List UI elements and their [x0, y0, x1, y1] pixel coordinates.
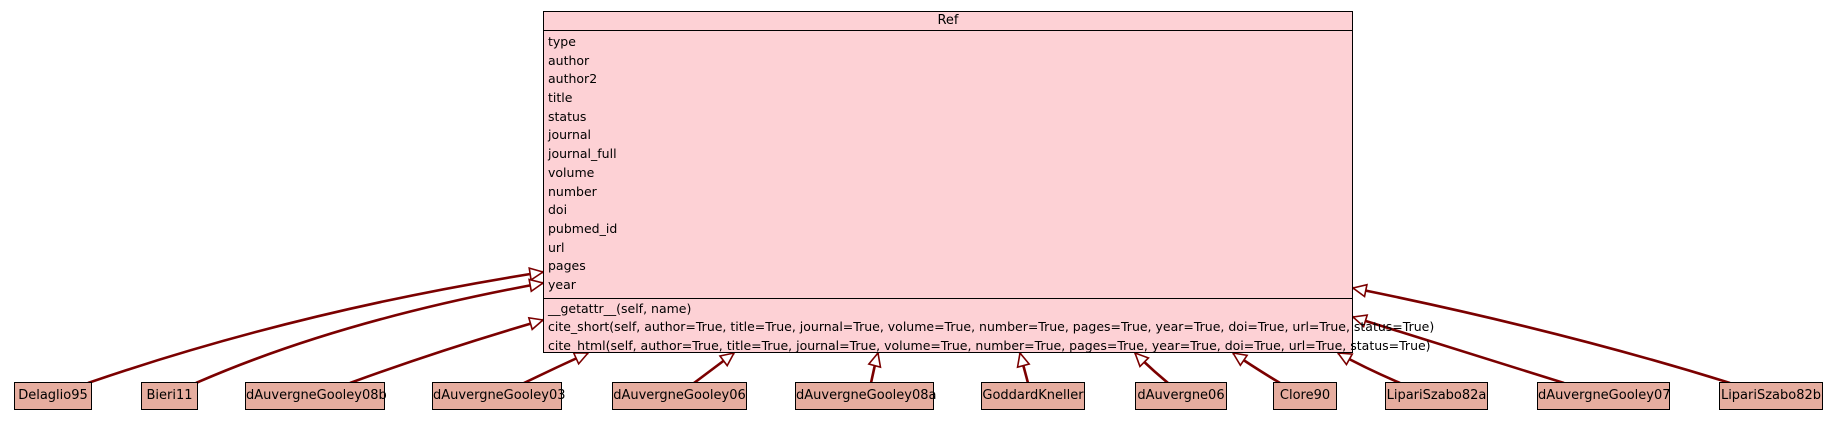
inheritance-arrowhead	[867, 351, 882, 369]
attribute: url	[548, 239, 565, 255]
subclass-box[interactable]: GoddardKneller	[981, 382, 1085, 410]
attribute: author2	[548, 71, 598, 87]
subclass-box[interactable]: LipariSzabo82b	[1719, 382, 1823, 410]
subclass-box[interactable]: dAuvergneGooley06	[612, 382, 747, 410]
subclass-box[interactable]: dAuvergneGooley03	[432, 382, 566, 410]
attribute: volume	[548, 164, 595, 180]
method-list: __getattr__(self, name) cite_short(self,…	[544, 299, 1435, 356]
inheritance-edge	[349, 318, 544, 385]
inheritance-edge	[87, 270, 544, 385]
attribute: doi	[548, 202, 568, 218]
attribute: pubmed_id	[548, 220, 618, 236]
attribute: author	[548, 52, 590, 68]
method: cite_html(self, author=True, title=True,…	[548, 338, 1431, 353]
attribute: year	[548, 276, 576, 292]
subclass-box[interactable]: Delaglio95	[14, 382, 92, 410]
subclass-box[interactable]: dAuvergne06	[1135, 382, 1227, 410]
subclass-box[interactable]: dAuvergneGooley08a	[795, 382, 936, 410]
inheritance-edge	[1352, 315, 1565, 385]
attribute: status	[548, 108, 587, 124]
inheritance-edge	[195, 281, 544, 385]
inheritance-arrowhead	[1016, 351, 1031, 369]
subclass-box[interactable]: LipariSzabo82a	[1385, 382, 1488, 410]
class-ref[interactable]: Ref type author author2 title status jou…	[543, 11, 1435, 356]
inheritance-arrowhead	[1231, 351, 1249, 367]
inheritance-arrowhead	[1133, 351, 1150, 368]
subclass-box[interactable]: Bieri11	[141, 382, 198, 410]
attribute-list: type author author2 title status journal…	[544, 31, 1352, 299]
attribute: journal	[548, 127, 592, 143]
attribute: number	[548, 183, 597, 199]
method: cite_short(self, author=True, title=True…	[548, 319, 1435, 335]
class-name: Ref	[544, 12, 1352, 31]
inheritance-arrowhead	[1336, 352, 1354, 367]
attribute: journal_full	[548, 146, 617, 162]
inheritance-arrowhead	[1351, 314, 1369, 328]
attribute: pages	[548, 258, 586, 274]
inheritance-edge	[1352, 286, 1731, 385]
attribute: title	[548, 90, 573, 106]
inheritance-arrowhead	[528, 278, 545, 293]
inheritance-arrowhead	[718, 351, 736, 368]
attribute: type	[548, 34, 576, 49]
method: __getattr__(self, name)	[548, 300, 692, 316]
inheritance-arrowhead	[528, 266, 545, 282]
subclass-box[interactable]: Clore90	[1273, 382, 1337, 410]
inheritance-arrowhead	[527, 316, 545, 331]
inheritance-arrowhead	[1351, 283, 1368, 298]
subclass-box[interactable]: dAuvergneGooley08b	[245, 382, 387, 410]
subclass-box[interactable]: dAuvergneGooley07	[1537, 382, 1671, 410]
